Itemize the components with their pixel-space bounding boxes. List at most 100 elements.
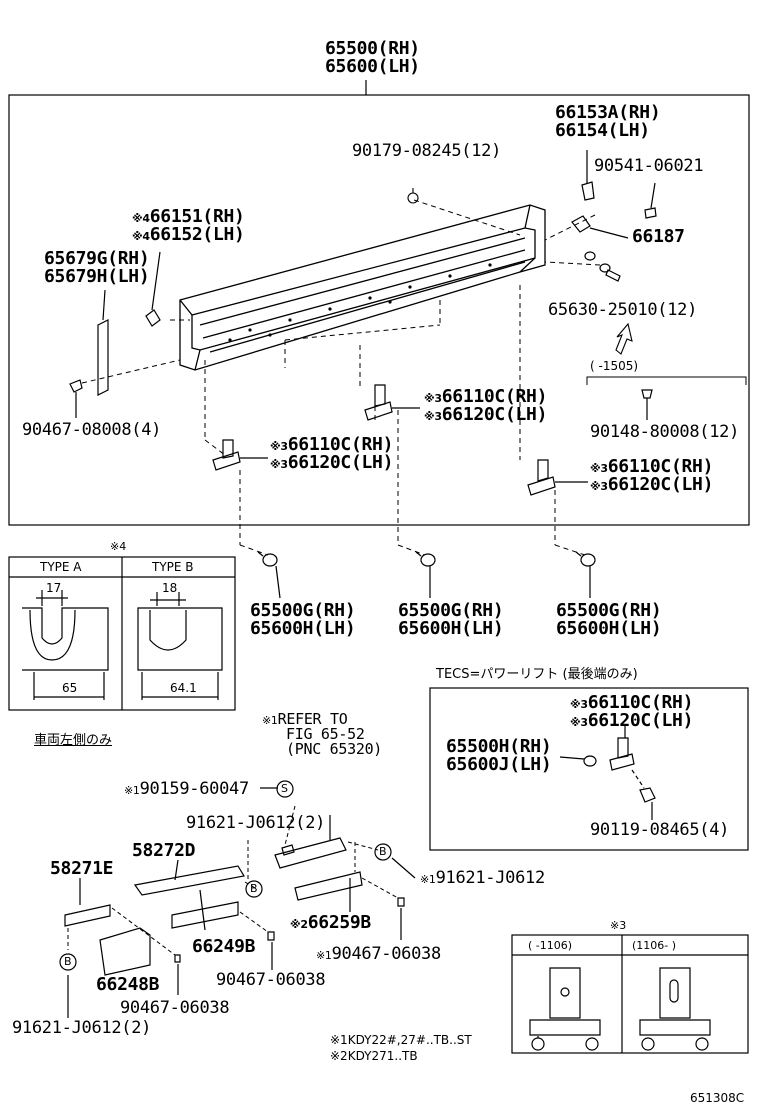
part-58271e-label: 58271E <box>50 858 114 879</box>
hinge-label-left: ※366110C(RH) ※366120C(LH) <box>270 436 393 472</box>
assembly-title: 65500(RH) 65600(LH) <box>325 40 420 76</box>
part-90179-label: 90179-08245(12) <box>352 141 502 161</box>
hinge-label-middle: ※366110C(RH) ※366120C(LH) <box>424 388 547 424</box>
part-65630-label: 65630-25010(12) <box>548 300 698 320</box>
refer-line-3: (PNC 65320) <box>286 740 383 758</box>
type-a-clip-shape <box>22 590 109 700</box>
hinge-rh-a: 66110C(RH) <box>441 386 548 407</box>
bolt-lh-1: 65600H(LH) <box>250 618 356 639</box>
note-mark-3c: ※3 <box>270 440 288 453</box>
hinge-label-right: ※366110C(RH) ※366120C(LH) <box>590 458 713 494</box>
tecs-box <box>429 687 749 851</box>
part-66154-lh: 66154(LH) <box>555 120 650 141</box>
note-2-mark: ※2 <box>330 1049 348 1063</box>
type-a-top-dim: 17 <box>46 581 62 595</box>
type-a-label: TYPE A <box>40 560 82 574</box>
tecs-mark-a: ※3 <box>570 698 588 711</box>
refer-line-1: REFER TO <box>277 710 348 728</box>
notes-block: ※1KDY22#,27#..TB..ST ※2KDY271..TB <box>330 1034 472 1062</box>
note-mark-3f: ※3 <box>590 480 608 493</box>
part-65679-label: 65679G(RH) 65679H(LH) <box>44 250 150 287</box>
part-91621-label: ※191621-J0612 <box>420 870 545 887</box>
part-90541-label: 90541-06021 <box>594 156 704 176</box>
bolt-65630 <box>584 251 621 282</box>
clip-66187 <box>571 215 629 239</box>
p66259b-number: 66259B <box>307 912 372 933</box>
hinge-ref-box <box>511 934 749 1054</box>
type-b-label: TYPE B <box>152 560 194 574</box>
note-mark-4: ※4 <box>132 212 150 225</box>
note-mark-3a: ※3 <box>424 392 442 405</box>
hinge-left <box>212 439 268 471</box>
note-mark-3e: ※3 <box>590 462 608 475</box>
hinge-lh-b: 66120C(LH) <box>287 452 394 473</box>
bracket-58272d <box>133 859 245 896</box>
bolt-90541 <box>644 182 657 219</box>
circle-s-text: S <box>281 782 288 795</box>
note-2-text: KDY271..TB <box>347 1049 418 1063</box>
hinge-middle <box>364 384 420 421</box>
refer-mark: ※1 <box>262 714 278 727</box>
tailgate-panel <box>179 204 546 371</box>
tecs-title: TECS=パワーリフト (最後端のみ) <box>436 667 638 682</box>
p66259b-mark: ※2 <box>290 918 308 931</box>
circle-b-text-2: B <box>250 882 258 895</box>
type-box-mark: ※4 <box>110 540 127 553</box>
bracket-66249b <box>171 901 239 929</box>
refer-to-label: ※1REFER TO FIG 65-52 (PNC 65320) <box>262 712 382 757</box>
tecs-65500h: 65500H(RH) <box>446 736 552 757</box>
circle-b-marker-1 <box>374 843 392 861</box>
type-a-bottom-dim: 65 <box>62 681 78 695</box>
part-90467-06038-c-label: 90467-06038 <box>120 998 230 1018</box>
hinge-lh-c: 66120C(LH) <box>607 474 714 495</box>
circle-b-marker-2 <box>245 880 263 898</box>
bolt-90148 <box>641 389 653 420</box>
bolt-label-3: 65500G(RH) 65600H(LH) <box>556 602 662 638</box>
part-90467-08008-label: 90467-08008(4) <box>22 420 162 440</box>
bolt-65500g-2 <box>415 551 436 598</box>
clip-90467-08008 <box>69 379 83 418</box>
circle-b-marker-3 <box>59 953 77 971</box>
p90159-number: 90159-60047 <box>139 779 250 799</box>
bolt-lh-2: 65600H(LH) <box>398 618 504 639</box>
type-b-clip-shape <box>137 592 223 700</box>
type-b-bottom-dim: 64.1 <box>170 681 197 695</box>
hinge-lh-a: 66120C(LH) <box>441 404 548 425</box>
tecs-hinge <box>559 725 656 820</box>
bolt-label-1: 65500G(RH) 65600H(LH) <box>250 602 356 639</box>
bolt-65500g-1 <box>257 551 281 599</box>
tecs-90119-label: 90119-08465(4) <box>590 820 730 840</box>
circle-s-marker <box>276 780 294 798</box>
p91621-mark: ※1 <box>420 873 436 886</box>
tecs-hinge-rh: 66110C(RH) <box>587 692 694 713</box>
circle-b-text-3: B <box>64 955 72 968</box>
tecs-hinge-label: ※366110C(RH) ※366120C(LH) <box>570 694 693 730</box>
p90159-mark: ※1 <box>124 784 140 797</box>
tecs-65600j: 65600J(LH) <box>446 754 552 775</box>
part-66153a-rh: 66153A(RH) <box>555 102 661 123</box>
part-66153a-label: 66153A(RH) 66154(LH) <box>555 102 661 141</box>
part-91621-2b-label: 91621-J0612(2) <box>12 1018 152 1038</box>
part-66151-label: ※466151(RH) ※466152(LH) <box>132 208 245 244</box>
p91621-number: 91621-J0612 <box>435 868 546 888</box>
hinge-ref-col2: (1106- ) <box>632 939 677 952</box>
hinge-ref-left <box>529 967 601 1051</box>
note-mark-3d: ※3 <box>270 458 288 471</box>
part-65679h-lh: 65679H(LH) <box>44 266 150 287</box>
bolt-rh-2: 65500G(RH) <box>398 600 504 621</box>
note-1-mark: ※1 <box>330 1033 348 1047</box>
hinge-ref-col1: ( -1106) <box>528 939 573 952</box>
part-90148-label: 90148-80008(12) <box>590 422 740 442</box>
part-66187-label: 66187 <box>632 226 685 247</box>
note-mark-3b: ※3 <box>424 410 442 423</box>
bracket-58271e <box>64 878 111 927</box>
part-91621-2a-label: 91621-J0612(2) <box>186 813 326 833</box>
p90467-06038-number: 90467-06038 <box>331 944 442 964</box>
bracket-66259b <box>294 871 363 901</box>
range-1505-label: ( -1505) <box>590 359 639 373</box>
hinge-right <box>527 459 588 496</box>
main-frame-box <box>8 94 750 526</box>
note-mark-4b: ※4 <box>132 230 150 243</box>
hinge-ref-right <box>639 967 711 1051</box>
